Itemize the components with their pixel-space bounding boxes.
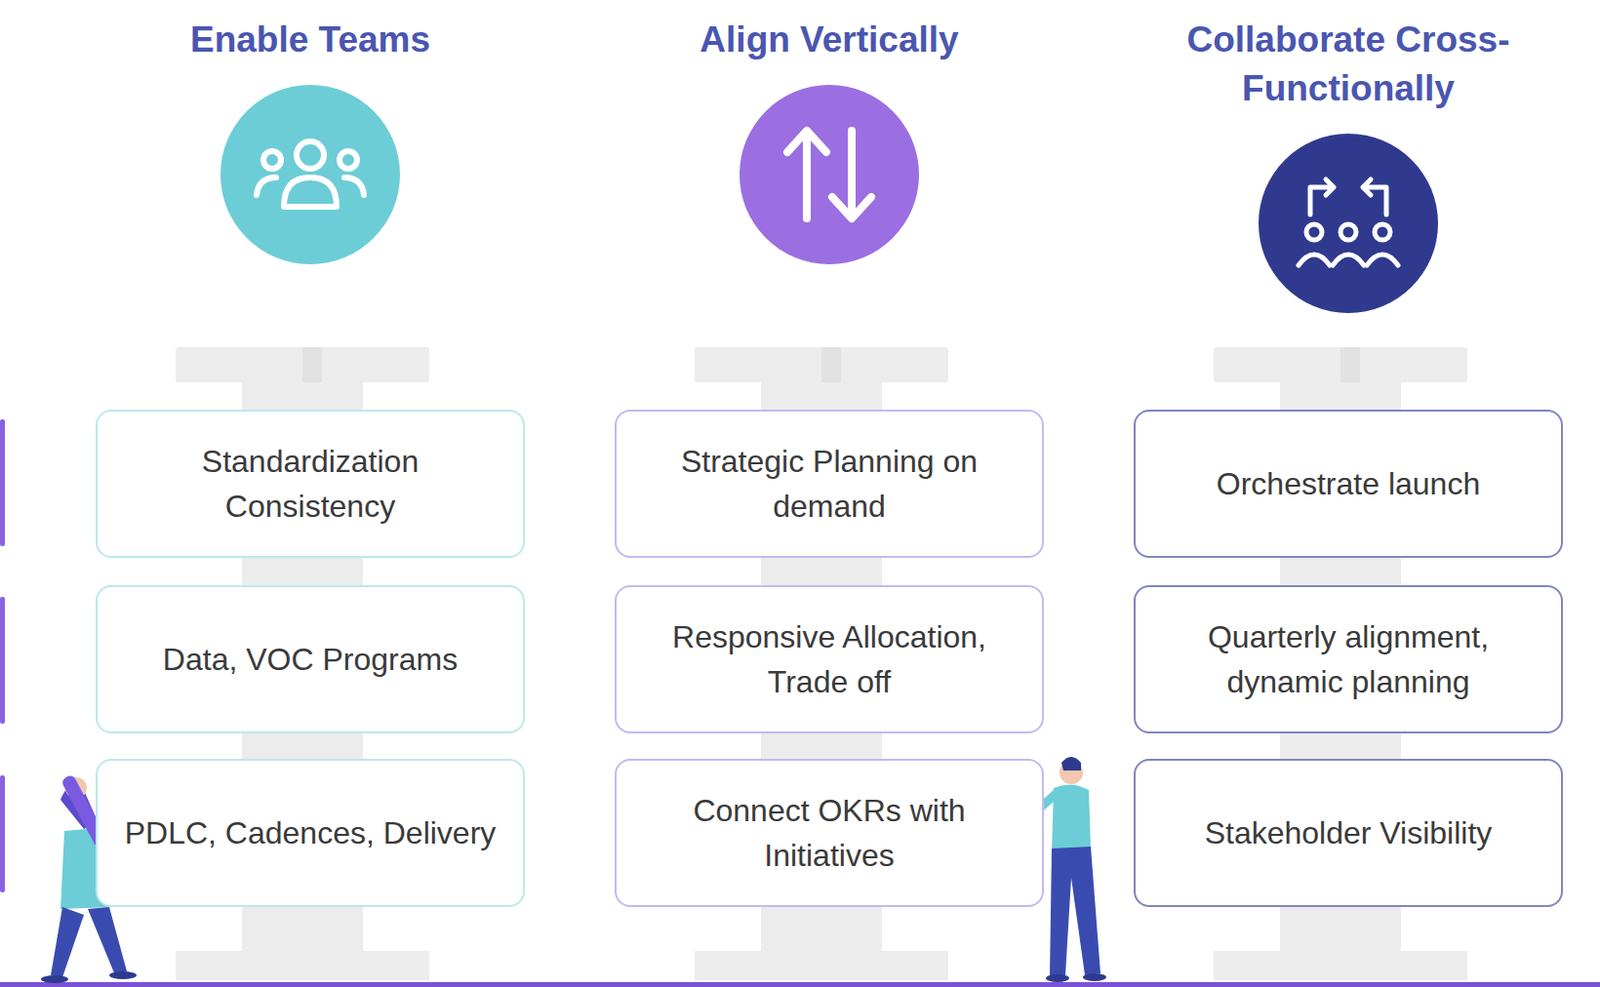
box-text: Orchestrate launch: [1216, 461, 1480, 507]
pillar-box: Connect OKRs with Initiatives: [614, 759, 1044, 908]
box-text: PDLC, Cadences, Delivery: [124, 810, 497, 856]
box-text: Connect OKRs with Initiatives: [634, 788, 1025, 880]
box-text: Data, VOC Programs: [162, 637, 458, 682]
icon-circle: [736, 81, 922, 268]
pillar-heading: Align Vertically: [604, 15, 1054, 268]
pillar-box: PDLC, Cadences, Delivery: [95, 759, 525, 908]
heading-text: Align Vertically: [624, 15, 1035, 65]
pillar-box: Responsive Allocation, Trade off: [614, 585, 1044, 734]
pillar-heading: Collaborate Cross-Functionally: [1123, 15, 1573, 317]
pillar-box: Data, VOC Programs: [95, 585, 525, 734]
pillar-box: Strategic Planning on demand: [614, 409, 1044, 559]
pillar-box: Stakeholder Visibility: [1133, 759, 1563, 908]
heading-text: Enable Teams: [105, 15, 516, 65]
pillar-box: Quarterly alignment, dynamic planning: [1133, 585, 1563, 734]
heading-text: Collaborate Cross-Functionally: [1143, 15, 1554, 114]
box-text: Strategic Planning on demand: [634, 439, 1025, 530]
box-text: Responsive Allocation, Trade off: [634, 614, 1025, 706]
icon-circle: [1255, 130, 1441, 317]
pillar-heading: Enable Teams: [85, 15, 535, 268]
box-text: Standardization Consistency: [115, 439, 506, 530]
base-line: [0, 982, 1600, 987]
box-text: Stakeholder Visibility: [1204, 810, 1493, 856]
side-marks: [0, 419, 5, 893]
pillar-box: Orchestrate launch: [1133, 409, 1563, 559]
icon-circle: [217, 81, 403, 268]
box-text: Quarterly alignment, dynamic planning: [1153, 614, 1544, 706]
pillar-box: Standardization Consistency: [95, 409, 525, 559]
